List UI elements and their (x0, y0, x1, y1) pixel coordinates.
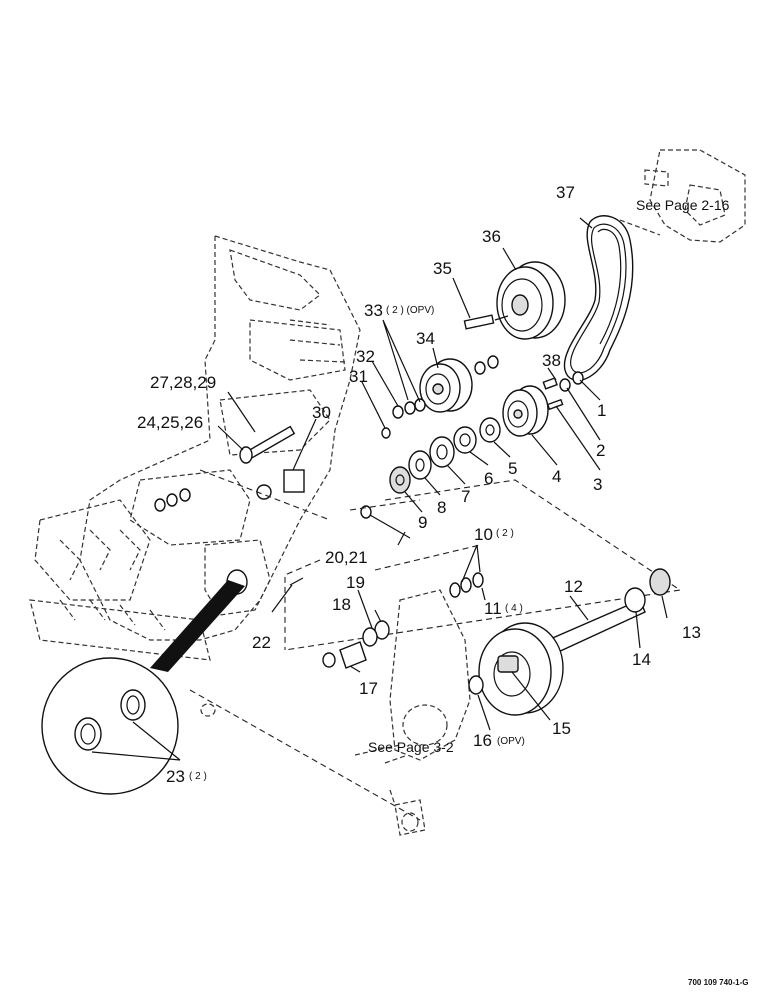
machine-frame-outline (29, 235, 361, 661)
callout-14: 14 (632, 650, 651, 669)
callout-38: 38 (542, 351, 561, 370)
callout-5: 5 (508, 459, 517, 478)
bolt-assembly-24-30 (154, 425, 411, 539)
callout-2: 2 (596, 441, 605, 460)
callout-23-qty: ( 2 ) (189, 771, 207, 782)
callout-17: 17 (359, 679, 378, 698)
drawing-code: 700 109 740-1-G (688, 978, 749, 987)
callout-6: 6 (484, 469, 493, 488)
callout-9: 9 (418, 513, 427, 532)
callout-30: 30 (312, 403, 331, 422)
bushings-17-19 (322, 620, 390, 669)
washer-16 (468, 675, 484, 695)
leader-lines (91, 217, 668, 761)
washer-set-31-33 (381, 355, 499, 439)
drive-belt (563, 215, 634, 381)
callout-15: 15 (552, 719, 571, 738)
callout-36: 36 (482, 227, 501, 246)
pulley-15 (478, 622, 564, 716)
callout-16: 16 (473, 731, 492, 750)
callout-27-29: 27,28,29 (150, 373, 216, 392)
gearbox-outline (619, 149, 746, 243)
callout-37: 37 (556, 183, 575, 202)
lower-assembly-lines (189, 469, 682, 821)
idler-pulley-34 (419, 358, 473, 413)
callout-labels: 1 2 3 4 5 6 7 8 9 10 ( 2 ) 11 ( 4 ) 12 1… (137, 183, 701, 786)
callout-19: 19 (346, 573, 365, 592)
callout-10: 10 (474, 525, 493, 544)
callout-31: 31 (349, 367, 368, 386)
spacer-washers-5-9 (389, 417, 501, 494)
callout-1: 1 (597, 401, 606, 420)
callout-11: 11 (484, 599, 502, 618)
callout-10-qty: ( 2 ) (496, 528, 514, 539)
bearing-detail-23 (41, 569, 248, 795)
washers-10-11 (449, 572, 484, 598)
callout-32: 32 (356, 347, 375, 366)
callout-33: 33 (364, 301, 383, 320)
callout-11-qty: ( 4 ) (505, 603, 523, 614)
callout-7: 7 (461, 487, 470, 506)
callout-34: 34 (416, 329, 435, 348)
callout-4: 4 (552, 467, 561, 486)
callout-24-26: 24,25,26 (137, 413, 203, 432)
callout-20-21: 20,21 (325, 548, 368, 567)
pulley-36 (494, 261, 566, 340)
tensioner-arm (389, 589, 471, 761)
pin-22 (289, 577, 304, 586)
callout-13: 13 (682, 623, 701, 642)
see-page-3-2-reference: See Page 3-2 (368, 739, 454, 755)
key-35 (463, 314, 495, 330)
bottom-linkage (200, 703, 426, 836)
callout-16-qty: (OPV) (497, 736, 525, 747)
callout-3: 3 (593, 475, 602, 494)
see-page-2-16-reference: See Page 2-16 (636, 197, 730, 213)
pulley-4 (502, 385, 549, 437)
callout-23: 23 (166, 767, 185, 786)
callout-12: 12 (564, 577, 583, 596)
callout-35: 35 (433, 259, 452, 278)
bolt-and-key-set (542, 371, 584, 411)
callout-18: 18 (332, 595, 351, 614)
callout-33-qty: ( 2 ) (OPV) (386, 305, 434, 316)
callout-22: 22 (252, 633, 271, 652)
callout-8: 8 (437, 498, 446, 517)
